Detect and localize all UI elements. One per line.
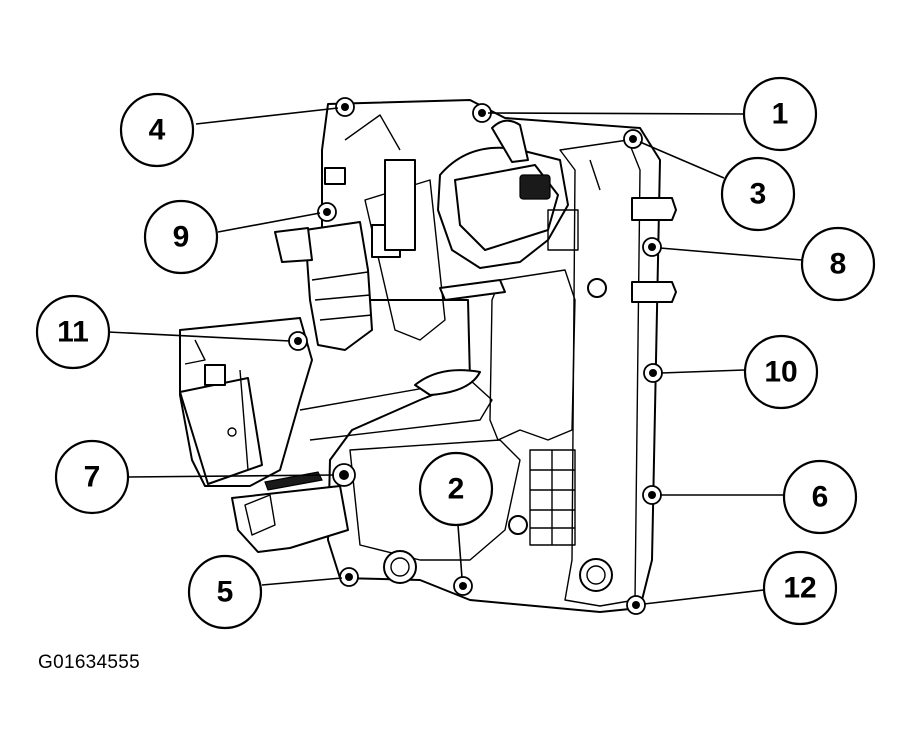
leader-7 [127,474,335,478]
bolt-head-10 [643,363,663,383]
callout-9: 9 [143,199,219,275]
bolt-head-3 [623,129,643,149]
callout-5: 5 [187,554,263,630]
bolt-head-11 [288,331,308,351]
leader-lines [107,107,803,605]
callout-1: 1 [742,76,818,152]
bolt-head-2 [453,576,473,596]
callout-3-label: 3 [750,178,767,211]
valve-assembly [274,159,416,351]
leader-5 [261,577,343,586]
callout-7: 7 [54,439,130,515]
callout-6: 6 [782,459,858,535]
figure-id: G01634555 [38,652,141,673]
callout-12-label: 12 [783,572,816,605]
callout-2-label: 2 [448,473,465,506]
callout-9-label: 9 [173,221,190,254]
callout-8-label: 8 [830,248,847,281]
leader-3 [639,141,725,179]
leader-9 [217,212,321,233]
bolt-head-7 [332,463,356,487]
callout-4: 4 [119,92,195,168]
bolt-head-5 [339,567,359,587]
leader-4 [195,107,339,125]
callout-4-label: 4 [149,114,166,147]
callout-10-label: 10 [764,356,797,389]
callout-1-label: 1 [772,98,789,131]
leader-2 [457,524,463,579]
bolt-head-12 [626,595,646,615]
leader-12 [643,589,765,605]
stud-left [324,167,346,185]
callout-5-label: 5 [217,576,234,609]
manifold-plug-right [579,558,613,592]
leader-11 [107,331,291,342]
bolt-head-9 [317,202,337,222]
leader-10 [660,369,745,374]
manifold-plug-left [383,550,417,584]
callout-8: 8 [800,226,876,302]
stud-upper-right [631,197,677,221]
bolt-head-6 [642,485,662,505]
callout-11: 11 [35,294,111,370]
leader-8 [659,247,803,261]
callout-2: 2 [418,451,494,527]
throttle-body [179,317,349,553]
bolt-head-8 [642,237,662,257]
stud-middle-right [631,281,677,303]
callout-12: 12 [762,550,838,626]
callout-7-label: 7 [84,461,101,494]
wiring-connector [437,119,579,269]
callout-11-label: 11 [57,316,89,349]
callout-6-label: 6 [812,481,829,514]
callout-10: 10 [743,334,819,410]
bolt-heads [288,97,663,615]
manifold-grid-vent [529,449,576,546]
callout-3: 3 [720,156,796,232]
bolt-head-4 [335,97,355,117]
leader-1 [487,112,745,115]
